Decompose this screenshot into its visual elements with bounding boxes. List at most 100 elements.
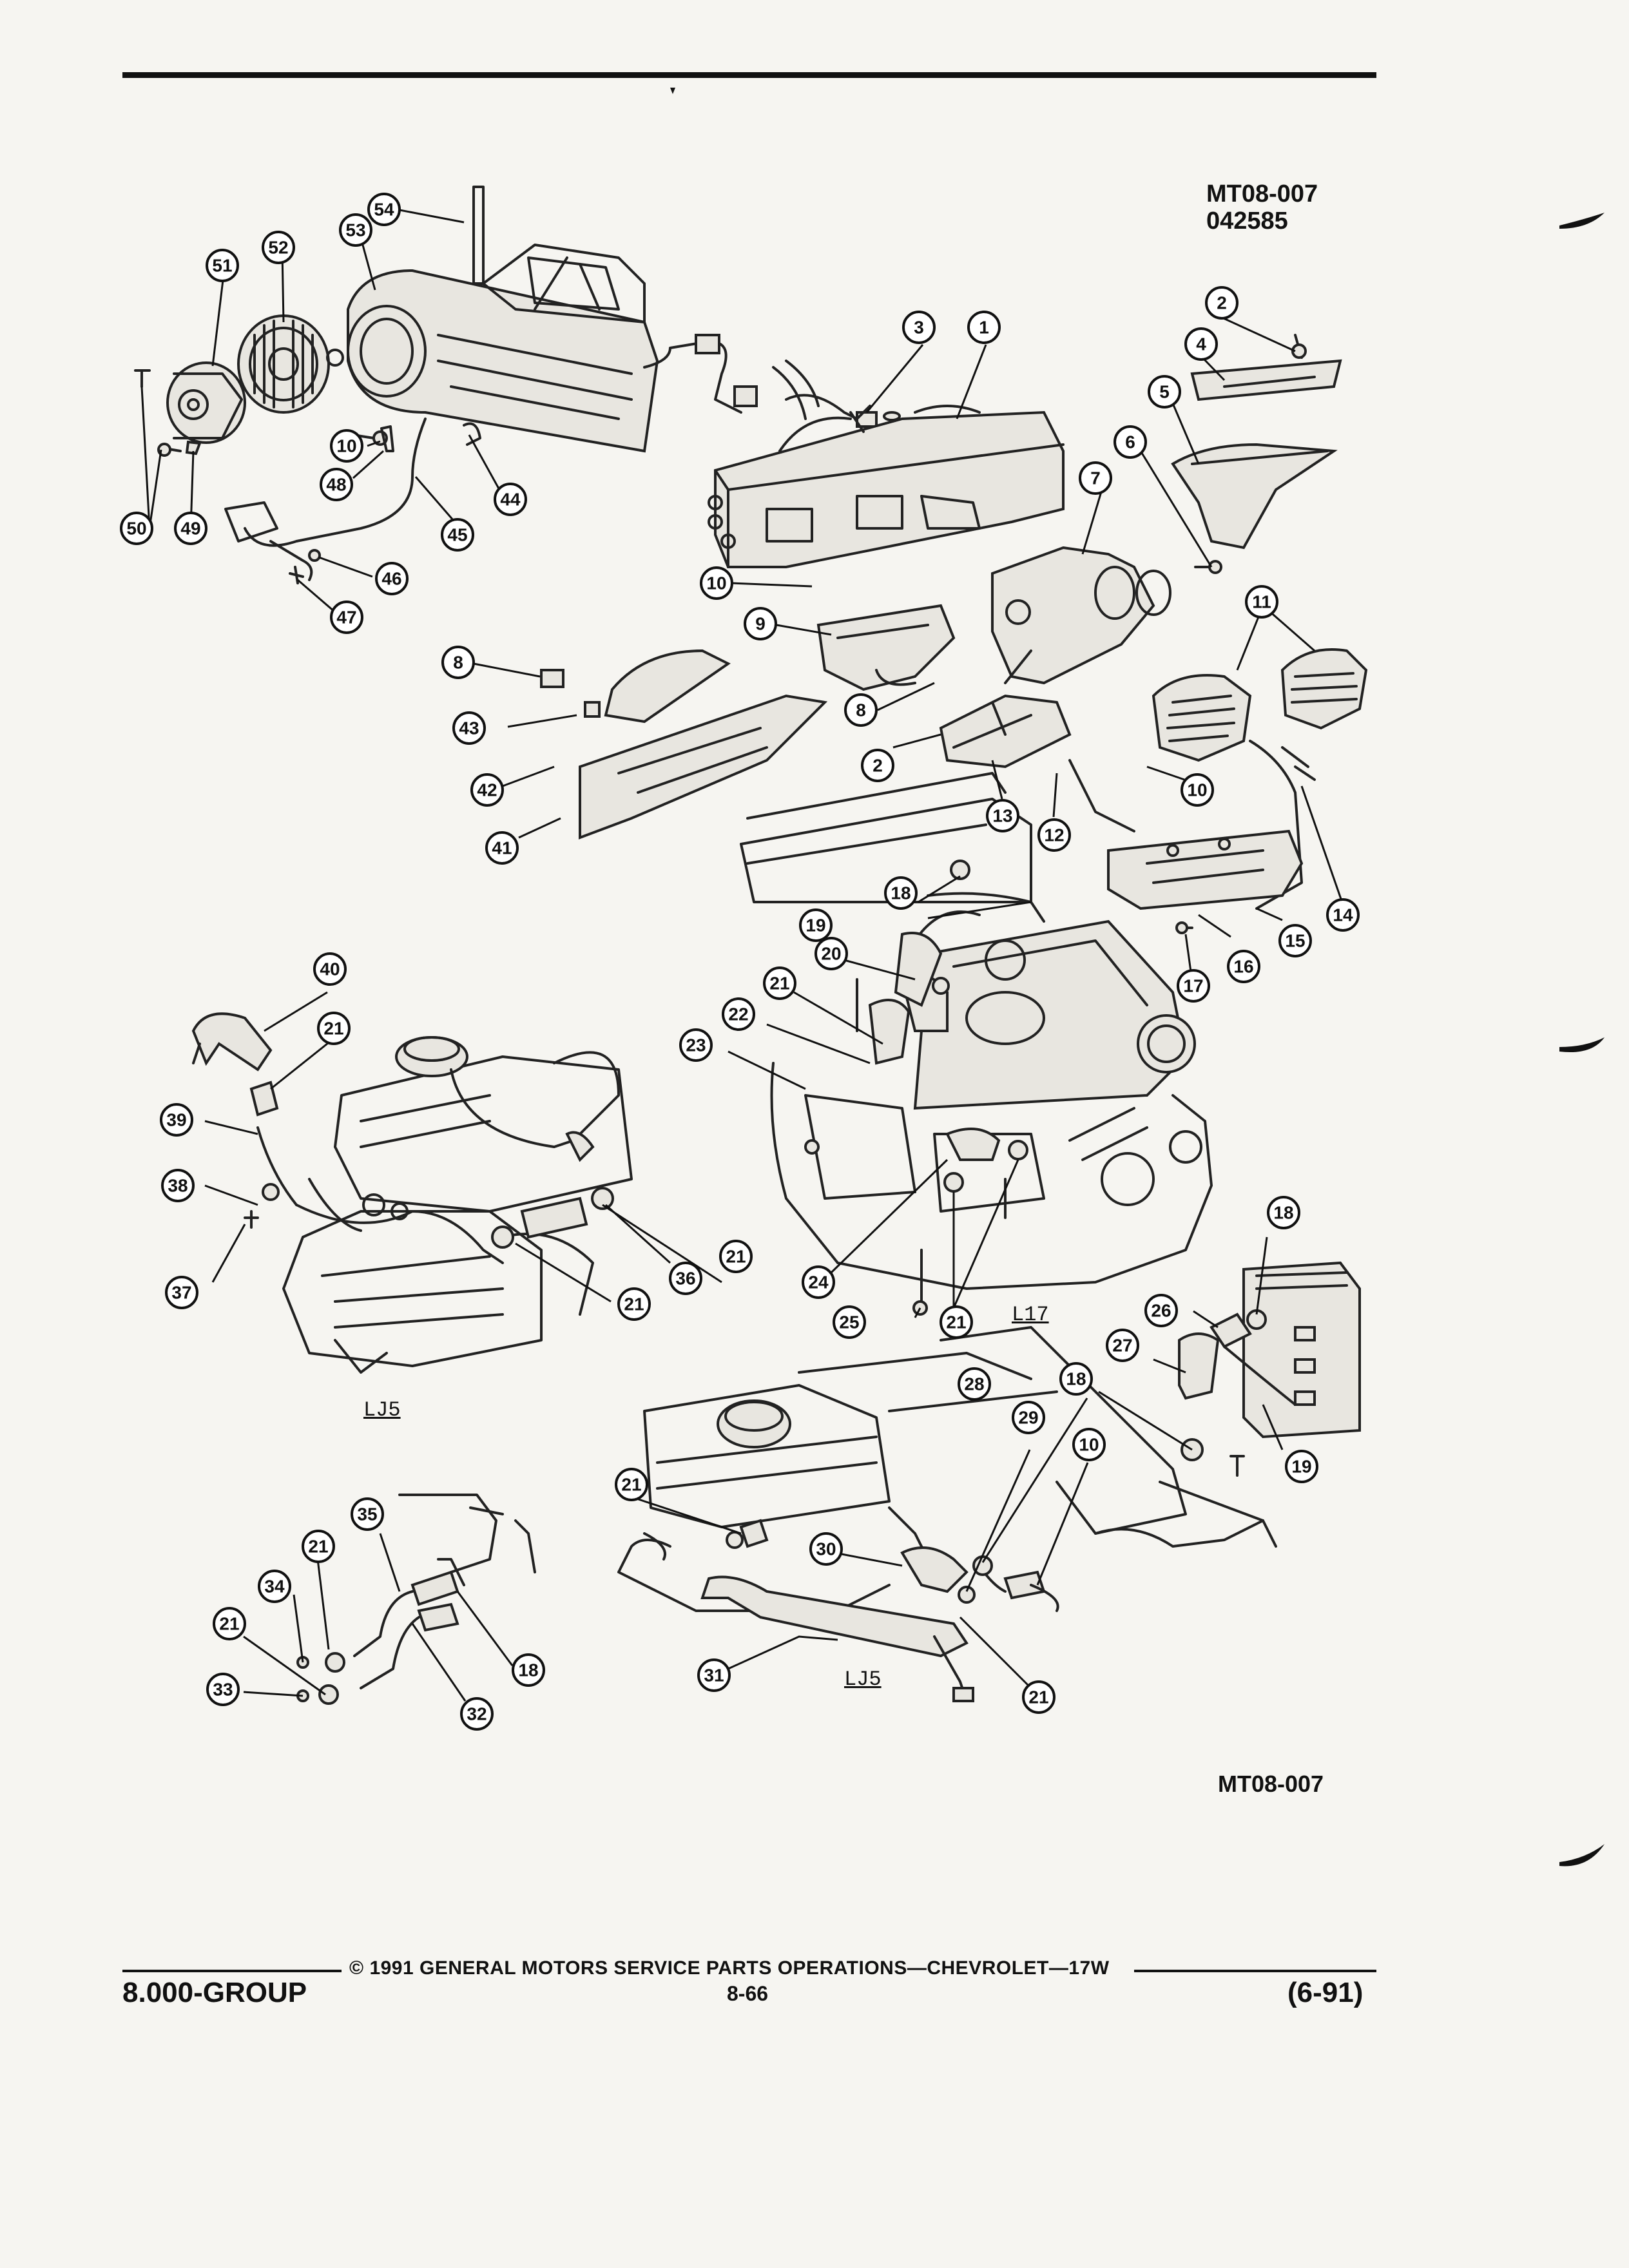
heater-core-right: [1178, 1261, 1361, 1477]
callout-10a: 10: [330, 429, 363, 463]
lj5-bottom-left-hoses: [296, 1494, 536, 1705]
svg-text:6: 6: [1125, 432, 1135, 452]
svg-text:40: 40: [320, 959, 340, 979]
callout-21h: 21: [302, 1530, 335, 1563]
scan-artifact: [1559, 1844, 1605, 1867]
engine-label-lj5-bottom: LJ5: [844, 1667, 882, 1691]
svg-text:13: 13: [992, 806, 1012, 826]
svg-text:47: 47: [336, 608, 356, 628]
callout-4: 4: [1184, 327, 1218, 361]
callout-31: 31: [697, 1658, 731, 1692]
callout-25: 25: [833, 1305, 866, 1339]
svg-text:27: 27: [1112, 1336, 1132, 1356]
callout-10c: 10: [1181, 773, 1214, 807]
callout-42: 42: [470, 773, 504, 807]
control-assembly: [1107, 829, 1304, 934]
callout-23: 23: [679, 1028, 713, 1062]
callout-21e: 21: [940, 1305, 973, 1339]
heater-cable-small-parts: [849, 405, 901, 433]
svg-text:2: 2: [1217, 293, 1227, 313]
callout-40: 40: [313, 952, 347, 986]
scan-artifact: [670, 88, 675, 94]
svg-text:43: 43: [459, 718, 479, 738]
footer-rule-right: [1134, 1970, 1376, 1972]
callout-35: 35: [351, 1497, 384, 1531]
callout-20: 20: [815, 937, 848, 970]
diagram-code-top: MT08-007: [1206, 180, 1318, 207]
svg-text:16: 16: [1233, 957, 1253, 977]
svg-text:21: 21: [323, 1019, 343, 1039]
instrument-panel-outlets: [1152, 648, 1368, 762]
svg-text:21: 21: [1028, 1687, 1048, 1707]
callout-30: 30: [809, 1532, 843, 1566]
svg-text:45: 45: [447, 525, 467, 545]
callout-44: 44: [494, 483, 527, 516]
outlet-duct-left: [816, 604, 956, 691]
svg-text:33: 33: [213, 1680, 233, 1700]
callout-12: 12: [1037, 818, 1071, 852]
callout-52: 52: [262, 231, 295, 264]
svg-text:18: 18: [518, 1660, 538, 1680]
svg-text:21: 21: [621, 1475, 641, 1495]
callout-18a: 18: [884, 876, 918, 910]
svg-text:9: 9: [755, 614, 766, 634]
svg-text:39: 39: [166, 1110, 186, 1130]
callout-13: 13: [986, 799, 1019, 832]
l17-heater-hoses: [804, 860, 1045, 1316]
svg-text:18: 18: [891, 883, 911, 903]
blower-wheel: [237, 314, 330, 414]
callout-2a: 2: [1205, 286, 1239, 320]
svg-text:21: 21: [769, 974, 789, 994]
svg-text:30: 30: [816, 1539, 836, 1559]
svg-text:34: 34: [264, 1577, 285, 1597]
svg-text:10: 10: [1079, 1435, 1099, 1455]
l17-engine: [740, 772, 1213, 1290]
svg-text:21: 21: [624, 1294, 644, 1314]
callout-11: 11: [1245, 585, 1278, 619]
callout-21g: 21: [1022, 1680, 1055, 1714]
callout-46: 46: [375, 562, 409, 595]
blower-motor-flange: [166, 361, 246, 444]
center-outlet-assembly: [939, 694, 1072, 769]
lj5-radiator-area: [617, 1326, 1277, 1612]
callout-37: 37: [165, 1276, 198, 1309]
air-inlet-seal: [472, 186, 646, 323]
callout-21a: 21: [763, 966, 796, 1000]
heater-case: [708, 405, 1065, 568]
svg-text:2: 2: [872, 756, 883, 776]
callout-18c: 18: [1059, 1362, 1093, 1396]
diagram-date: 042585: [1206, 207, 1288, 235]
callout-9: 9: [744, 607, 777, 640]
callout-8a: 8: [441, 646, 475, 679]
svg-text:51: 51: [212, 256, 232, 276]
callout-33: 33: [206, 1673, 240, 1706]
svg-text:8: 8: [453, 653, 463, 673]
svg-text:38: 38: [168, 1176, 188, 1196]
callout-21f: 21: [615, 1468, 648, 1501]
svg-text:1: 1: [979, 318, 989, 338]
footer-group: 8.000-GROUP: [122, 1977, 307, 2008]
svg-text:10: 10: [1187, 780, 1207, 800]
svg-text:54: 54: [374, 200, 394, 220]
svg-text:20: 20: [821, 944, 841, 964]
callout-21c: 21: [719, 1240, 753, 1273]
svg-text:41: 41: [492, 838, 512, 858]
svg-text:21: 21: [946, 1312, 966, 1332]
svg-text:22: 22: [728, 1004, 748, 1024]
svg-text:44: 44: [500, 490, 521, 510]
svg-text:31: 31: [704, 1666, 724, 1686]
resistor-harness: [224, 418, 427, 581]
svg-text:26: 26: [1151, 1301, 1171, 1321]
scan-artifact: [1559, 1037, 1605, 1053]
svg-text:21: 21: [308, 1537, 328, 1557]
svg-text:15: 15: [1285, 931, 1305, 951]
diagram-code-block: MT08-007 042585: [1206, 180, 1318, 235]
svg-text:49: 49: [180, 519, 200, 539]
callout-54: 54: [367, 193, 401, 226]
diagram-code-bottom: MT08-007: [1218, 1771, 1324, 1797]
callout-8b: 8: [844, 693, 878, 727]
svg-text:18: 18: [1066, 1369, 1086, 1389]
svg-text:21: 21: [726, 1247, 746, 1267]
callout-50: 50: [120, 512, 153, 545]
callout-10b: 10: [700, 566, 733, 600]
